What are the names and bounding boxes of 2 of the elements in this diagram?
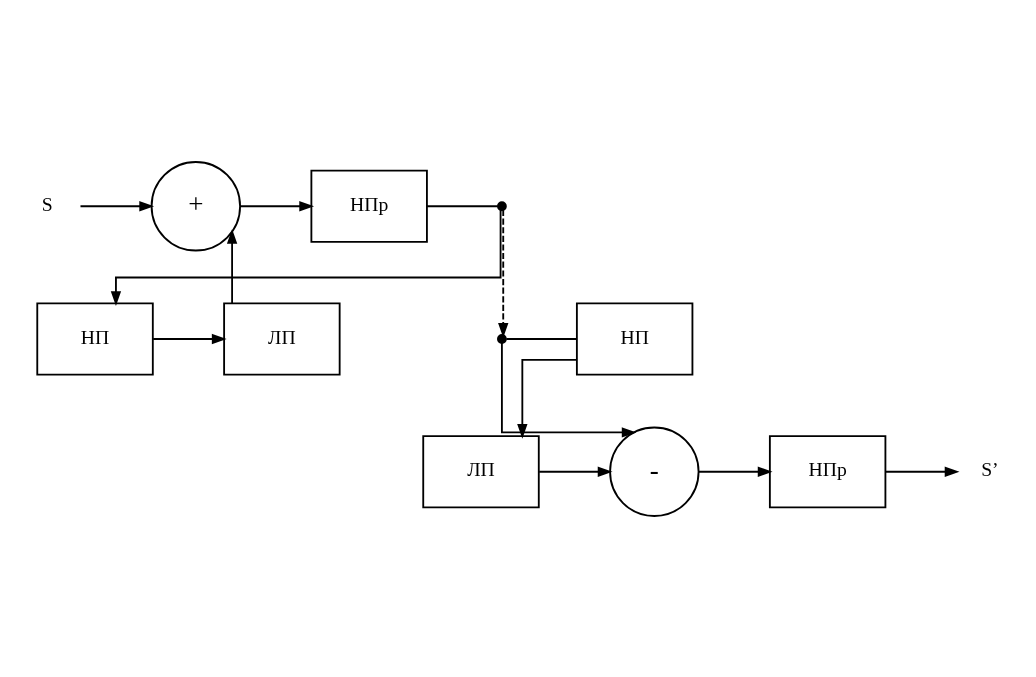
node-text: S bbox=[41, 192, 53, 215]
node-text: S’ bbox=[980, 457, 999, 480]
